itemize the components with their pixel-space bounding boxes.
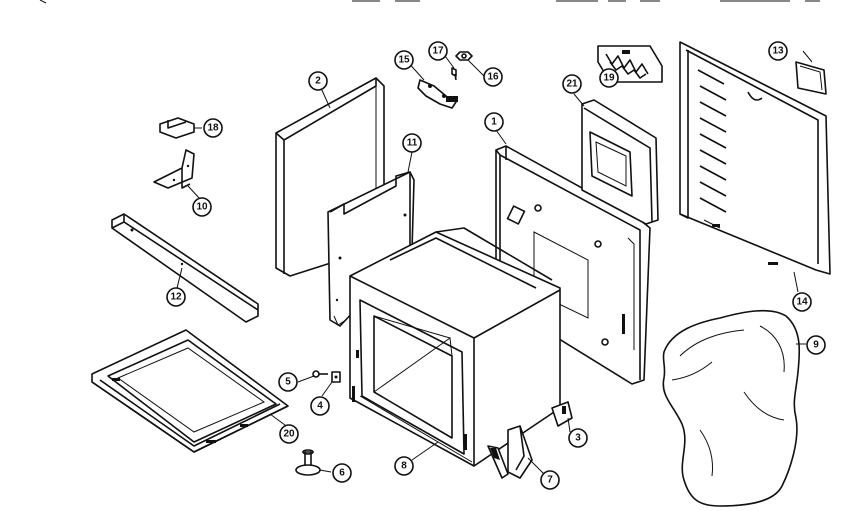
nut-part-16 (455, 51, 473, 61)
callout-17: 17 (428, 41, 448, 61)
callout-11: 11 (402, 133, 422, 153)
insulation-blanket-part-9 (662, 309, 801, 507)
vent-slots (697, 69, 727, 213)
bracket-part-3 (551, 401, 573, 427)
svg-text:14: 14 (796, 297, 808, 308)
hinge-hardware-part-15 (417, 79, 458, 109)
svg-text:3: 3 (575, 433, 581, 444)
callout-15: 15 (394, 50, 414, 70)
cover-plate-part-13 (795, 61, 827, 95)
svg-text:6: 6 (339, 468, 345, 479)
bottom-frame-part-20 (91, 329, 289, 453)
callout-4: 4 (310, 396, 330, 416)
callout-12: 12 (166, 287, 186, 307)
callout-8: 8 (394, 456, 414, 476)
svg-text:7: 7 (547, 475, 553, 486)
outer-back-panel-part-14 (679, 41, 831, 275)
callout-9: 9 (806, 335, 826, 355)
header-fragments (39, 0, 820, 4)
callout-1: 1 (484, 112, 504, 132)
callout-14: 14 (792, 292, 812, 312)
callout-18: 18 (203, 118, 223, 138)
svg-text:2: 2 (315, 76, 321, 87)
svg-text:8: 8 (401, 461, 407, 472)
callout-3: 3 (568, 428, 588, 448)
svg-text:15: 15 (398, 55, 410, 66)
callout-20: 20 (279, 424, 299, 444)
svg-text:1: 1 (491, 117, 497, 128)
clip-part-18 (159, 117, 195, 139)
svg-text:21: 21 (566, 79, 578, 90)
svg-text:16: 16 (487, 72, 499, 83)
callout-16: 16 (483, 67, 503, 87)
hinge-brackets-part-7 (487, 425, 533, 479)
clip-assembly-part-19 (597, 45, 663, 83)
svg-text:4: 4 (317, 401, 323, 412)
callout-7: 7 (540, 470, 560, 490)
callout-13: 13 (768, 41, 788, 61)
svg-text:10: 10 (196, 202, 208, 213)
screw-part-17 (451, 67, 457, 81)
svg-text:19: 19 (603, 73, 615, 84)
screw-part-5 (312, 370, 328, 378)
svg-text:20: 20 (283, 429, 295, 440)
svg-text:5: 5 (285, 377, 291, 388)
svg-text:9: 9 (813, 340, 819, 351)
callout-6: 6 (332, 463, 352, 483)
svg-text:12: 12 (170, 292, 182, 303)
callout-19: 19 (599, 68, 619, 88)
svg-text:11: 11 (407, 138, 418, 149)
callout-5: 5 (278, 372, 298, 392)
bracket-part-10 (153, 149, 195, 189)
svg-text:13: 13 (772, 46, 784, 57)
callout-2: 2 (308, 71, 328, 91)
rail-part-12 (111, 213, 259, 323)
leveling-leg-part-6 (295, 449, 321, 476)
callout-10: 10 (192, 197, 212, 217)
svg-text:18: 18 (207, 123, 219, 134)
callout-21: 21 (562, 74, 582, 94)
window-frame-part-21 (581, 99, 659, 225)
svg-text:17: 17 (432, 46, 444, 57)
clip-part-4 (331, 371, 341, 383)
